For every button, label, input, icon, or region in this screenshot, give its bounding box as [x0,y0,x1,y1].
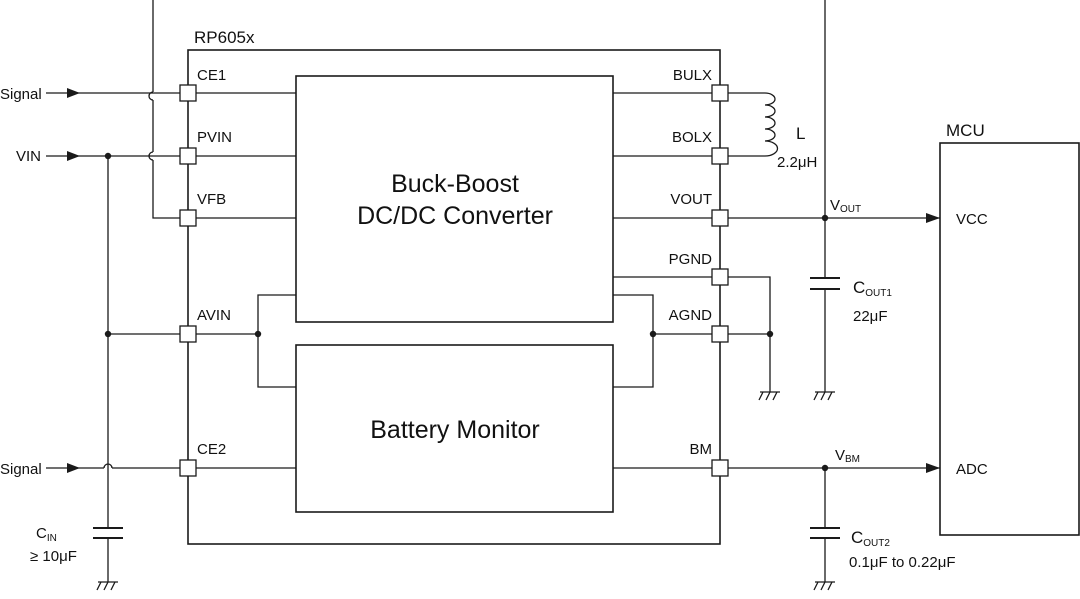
feedback-wire-left [152,0,183,219]
pin-vout [711,209,729,227]
pin-label-pvin: PVIN [197,129,232,146]
cap-cout2-plates [810,527,840,539]
junction-agnd-ground [766,330,774,338]
input-label-vin: VIN [16,148,41,165]
pin-ce2 [179,459,197,477]
pin-label-avin: AVIN [197,307,231,324]
pin-label-ce1: CE1 [197,67,226,84]
junction-vin-avin [104,330,112,338]
ground-cin [96,581,118,591]
net-vout-label: VOUT [830,197,861,215]
arrow-vcc [926,213,940,223]
mcu-pin-adc: ADC [956,461,988,478]
ground-cout2 [813,581,835,591]
cap-cout2-label: COUT2 [851,528,890,549]
battery-monitor-title: Battery Monitor [370,416,540,444]
pin-label-ce2: CE2 [197,441,226,458]
pin-label-agnd: AGND [669,307,713,324]
input-arrow-signal-bottom [67,463,80,473]
net-vbm-label: VBM [835,447,860,465]
pin-label-pgnd: PGND [669,251,713,268]
cap-cin-plates [93,527,123,539]
ground-pgnd [758,391,780,401]
converter-title-line1: Buck-Boost [391,170,519,198]
wire-avin-split [257,294,296,388]
inductor-name: L [796,124,805,143]
input-arrow-signal-top [67,88,80,98]
pin-agnd [711,325,729,343]
chip-outline [187,49,721,545]
pin-ce1 [179,84,197,102]
cap-cin-label: CIN [36,525,57,544]
pin-label-vfb: VFB [197,191,226,208]
pin-pgnd [711,268,729,286]
pin-bolx [711,147,729,165]
converter-title-line2: DC/DC Converter [357,202,553,230]
ground-cout1 [813,391,835,401]
wire-crossover-signal [148,91,154,101]
junction-agnd [649,330,657,338]
junction-vin [104,152,112,160]
input-arrow-vin [67,151,80,161]
pin-label-bm: BM [690,441,713,458]
junction-avin [254,330,262,338]
arrow-adc [926,463,940,473]
cap-cout1-label: COUT1 [853,278,892,299]
wire-agnd-split [613,294,654,388]
cap-cout2-value: 0.1μF to 0.22μF [849,554,956,571]
mcu-pin-vcc: VCC [956,211,988,228]
cap-cout1-plates [810,277,840,290]
cap-cout1-value: 22μF [853,308,888,325]
pin-label-vout: VOUT [670,191,712,208]
pin-avin [179,325,197,343]
cap-cin-value: ≥ 10μF [30,548,77,565]
pin-label-bulx: BULX [673,67,712,84]
pin-label-bolx: BOLX [672,129,712,146]
mcu-block [939,142,1080,536]
converter-block [295,75,614,323]
inductor-coil [728,92,779,157]
pin-bulx [711,84,729,102]
inductor-value: 2.2μH [777,154,817,171]
battery-monitor-block [295,344,614,513]
pin-bm [711,459,729,477]
wire-pgnd-ground [728,276,771,392]
mcu-label: MCU [946,121,985,140]
input-label-signal-bottom: Signal [0,461,42,478]
pin-pvin [179,147,197,165]
chip-label: RP605x [194,28,255,47]
pin-vfb [179,209,197,227]
input-label-signal-top: Signal [0,86,42,103]
